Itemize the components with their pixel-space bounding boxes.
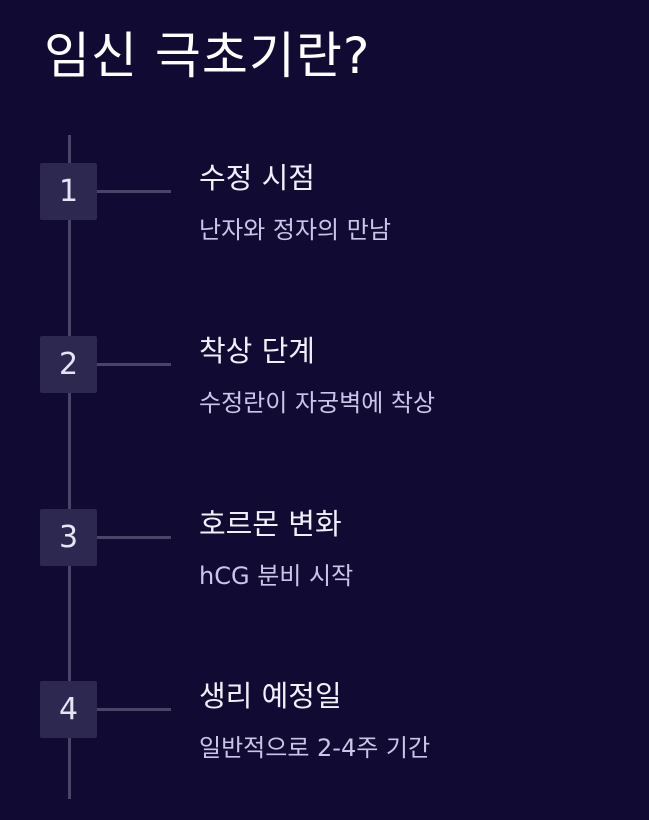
timeline-step: 4 생리 예정일 일반적으로 2-4주 기간 bbox=[0, 679, 649, 801]
timeline-line bbox=[68, 135, 71, 799]
step-number-badge: 4 bbox=[40, 681, 97, 738]
step-connector bbox=[97, 190, 171, 193]
step-number-badge: 2 bbox=[40, 336, 97, 393]
timeline-step: 3 호르몬 변화 hCG 분비 시작 bbox=[0, 507, 649, 629]
step-title: 호르몬 변화 bbox=[199, 507, 342, 541]
step-number-badge: 3 bbox=[40, 509, 97, 566]
step-number-badge: 1 bbox=[40, 163, 97, 220]
step-connector bbox=[97, 363, 171, 366]
step-description: 일반적으로 2-4주 기간 bbox=[199, 734, 431, 762]
step-connector bbox=[97, 536, 171, 539]
timeline-step: 1 수정 시점 난자와 정자의 만남 bbox=[0, 161, 649, 283]
page-title: 임신 극초기란? bbox=[44, 27, 371, 85]
step-title: 생리 예정일 bbox=[199, 679, 342, 713]
timeline-step: 2 착상 단계 수정란이 자궁벽에 착상 bbox=[0, 334, 649, 456]
step-description: hCG 분비 시작 bbox=[199, 562, 354, 590]
step-description: 수정란이 자궁벽에 착상 bbox=[199, 389, 436, 417]
step-title: 수정 시점 bbox=[199, 161, 315, 195]
step-description: 난자와 정자의 만남 bbox=[199, 216, 391, 244]
step-title: 착상 단계 bbox=[199, 334, 315, 368]
step-connector bbox=[97, 708, 171, 711]
